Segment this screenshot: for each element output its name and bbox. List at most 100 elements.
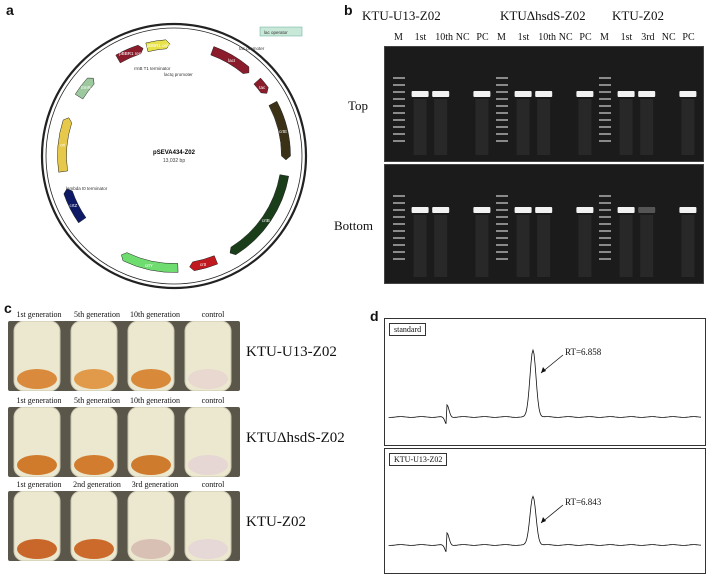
gel-smear: [516, 215, 530, 277]
plasmid-feature-8: [74, 77, 95, 100]
marker-band: [599, 77, 611, 79]
plasmid-feature-4: [189, 255, 218, 271]
marker-band: [393, 133, 405, 135]
chromatogram-sample: KTU-U13-Z02 RT=6.843: [384, 448, 706, 574]
gel-lane-label-9: PC: [579, 32, 592, 43]
marker-band: [393, 209, 405, 211]
gel-lane-label-3: NC: [455, 32, 470, 43]
tube-caption-2-2: 3rd generation: [131, 480, 179, 489]
marker-band: [599, 119, 611, 121]
gel-band: [617, 91, 635, 97]
tube-photo-0: [8, 321, 240, 391]
cell-pellet: [74, 539, 114, 559]
tube-strain-label-0: KTU-U13-Z02: [246, 344, 337, 360]
marker-band: [496, 195, 508, 197]
gel-smear: [578, 215, 592, 277]
plasmid-feature-label-3: crtB: [262, 218, 270, 223]
tube-caption-0-0: 1st generation: [16, 310, 62, 319]
gel-smear: [475, 99, 489, 155]
marker-band: [496, 126, 508, 128]
marker-band: [496, 244, 508, 246]
cell-pellet: [131, 455, 171, 475]
panel-letter-c: c: [4, 300, 12, 316]
gel-band: [679, 91, 697, 97]
plasmid-annotation-3: tac promoter: [239, 46, 265, 51]
plasmid-feature-3: [229, 174, 290, 256]
marker-band: [599, 216, 611, 218]
marker-band: [393, 119, 405, 121]
plasmid-feature-6: [63, 188, 87, 224]
gel-band: [679, 207, 697, 213]
marker-band: [599, 98, 611, 100]
gel-smear: [434, 215, 448, 277]
marker-band: [496, 251, 508, 253]
gel-band: [473, 207, 491, 213]
plasmid-backbone: [40, 22, 308, 290]
gel-smear: [413, 99, 427, 155]
cell-pellet: [131, 369, 171, 389]
gel-smear: [681, 215, 695, 277]
marker-band: [393, 202, 405, 204]
tube-caption-1-1: 5th generation: [74, 396, 120, 405]
marker-band: [599, 251, 611, 253]
retention-time-standard: RT=6.858: [565, 347, 602, 357]
marker-band: [496, 91, 508, 93]
gel-band: [638, 91, 656, 97]
marker-band: [599, 84, 611, 86]
marker-band: [496, 140, 508, 142]
cell-pellet: [188, 455, 228, 475]
gel-image-bottom: [384, 164, 704, 284]
gel-lane-label-2: 10th: [435, 32, 453, 43]
plasmid-feature-label-1: tac: [259, 85, 266, 90]
gel-lane-label-8: NC: [558, 32, 573, 43]
tube-caption-0-1: 5th generation: [74, 310, 120, 319]
marker-band: [496, 77, 508, 79]
tube-caption-1-0: 1st generation: [16, 396, 62, 405]
panel-letter-d: d: [370, 308, 379, 324]
marker-band: [599, 223, 611, 225]
tube-caption-2-3: control: [201, 480, 225, 489]
marker-band: [393, 244, 405, 246]
chromatogram-trace-0: [388, 348, 702, 425]
marker-band: [599, 91, 611, 93]
tube-caption-0-3: control: [201, 310, 225, 319]
gel-lane-label-12: 3rd: [641, 32, 655, 43]
marker-band: [599, 112, 611, 114]
marker-band: [393, 223, 405, 225]
marker-band: [496, 258, 508, 260]
marker-band: [599, 237, 611, 239]
cell-pellet: [17, 369, 57, 389]
gel-band: [535, 91, 553, 97]
plasmid-feature-0: [210, 46, 250, 74]
marker-band: [393, 140, 405, 142]
marker-band: [393, 91, 405, 93]
plasmid-annotation-0: lac operator: [264, 30, 288, 35]
plasmid-annotation-2: lacIq promoter: [164, 72, 193, 77]
marker-band: [393, 237, 405, 239]
retention-time-sample: RT=6.843: [565, 497, 602, 507]
tube-caption-1-3: control: [201, 396, 225, 405]
gel-strain-2: KTUΔhsdS-Z02: [500, 8, 586, 23]
marker-band: [496, 84, 508, 86]
marker-band: [496, 98, 508, 100]
marker-band: [393, 77, 405, 79]
gel-strain-3: KTU-Z02: [612, 8, 664, 23]
plasmid-feature-label-5: crtY: [145, 263, 153, 268]
gel-smear: [640, 99, 654, 155]
marker-band: [393, 230, 405, 232]
gel-smear: [578, 99, 592, 155]
marker-band: [496, 216, 508, 218]
gel-band: [535, 207, 553, 213]
gel-strain-1: KTU-U13-Z02: [362, 8, 441, 23]
marker-band: [393, 195, 405, 197]
rt-arrowhead-0: [541, 367, 546, 373]
marker-band: [393, 258, 405, 260]
gel-lane-label-0: M: [394, 32, 403, 43]
chromatogram-label-sample: KTU-U13-Z02: [389, 453, 448, 466]
plasmid-name: pSEVA434-Z02: [153, 150, 196, 156]
marker-band: [599, 126, 611, 128]
gel-lane-label-6: 1st: [517, 32, 530, 43]
plasmid-feature-2: [268, 100, 291, 161]
panel-letter-b: b: [344, 2, 353, 18]
gel-band: [432, 91, 450, 97]
